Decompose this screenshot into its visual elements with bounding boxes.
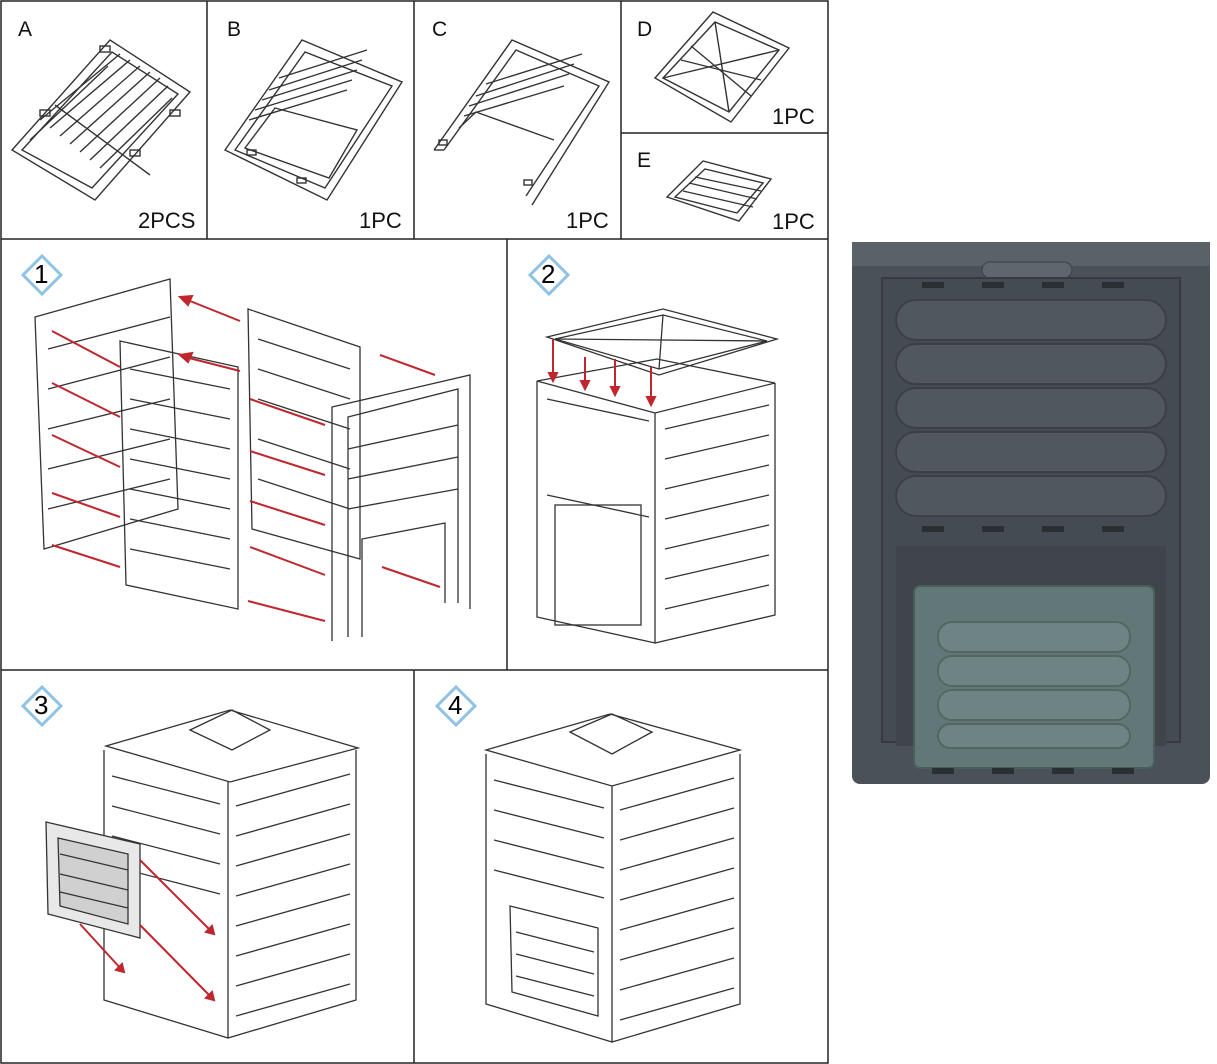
- assemble-four-walls-illustration: [34, 278, 471, 641]
- step-number: 1: [34, 259, 49, 289]
- part-a-cell: A 2PCS: [0, 0, 207, 239]
- step-4-cell: 4: [414, 670, 828, 1064]
- part-d-cell: D 1PC: [621, 0, 828, 133]
- part-c-cell: C 1PC: [414, 0, 621, 239]
- step-2-cell: 2: [507, 239, 828, 670]
- attach-lid-illustration: [536, 308, 780, 644]
- step-number: 3: [34, 690, 49, 720]
- step-number: 2: [541, 259, 556, 289]
- part-quantity: 1PC: [772, 104, 815, 129]
- step-badge: [20, 684, 64, 728]
- composter-photo: [852, 242, 1210, 784]
- part-letter: B: [227, 18, 242, 41]
- instruction-grid: A 2PCS B: [0, 0, 829, 1064]
- part-letter: C: [432, 18, 448, 41]
- small-door-icon: [665, 160, 773, 222]
- insert-door-illustration: [45, 709, 361, 1039]
- part-quantity: 1PC: [359, 208, 402, 233]
- step-number: 4: [448, 690, 463, 720]
- grid-lines: [0, 0, 829, 1064]
- finished-composter-illustration: [483, 713, 743, 1043]
- part-quantity: 1PC: [566, 208, 609, 233]
- part-quantity: 1PC: [772, 209, 815, 234]
- part-letter: A: [18, 18, 33, 41]
- step-3-cell: 3: [0, 670, 414, 1064]
- part-b-cell: B 1PC: [207, 0, 414, 239]
- lid-icon: [653, 11, 791, 123]
- step-badge: [527, 253, 571, 297]
- step-badge: [20, 253, 64, 297]
- step-badge: [434, 684, 478, 728]
- step-1-cell: 1: [0, 239, 507, 670]
- part-letter: E: [637, 149, 652, 172]
- part-letter: D: [637, 18, 653, 41]
- part-quantity: 2PCS: [138, 208, 196, 233]
- part-e-cell: E 1PC: [621, 133, 828, 239]
- open-frame-panel-icon: [433, 39, 611, 206]
- side-panel-icon: [10, 39, 192, 201]
- door-frame-panel-icon: [223, 39, 404, 201]
